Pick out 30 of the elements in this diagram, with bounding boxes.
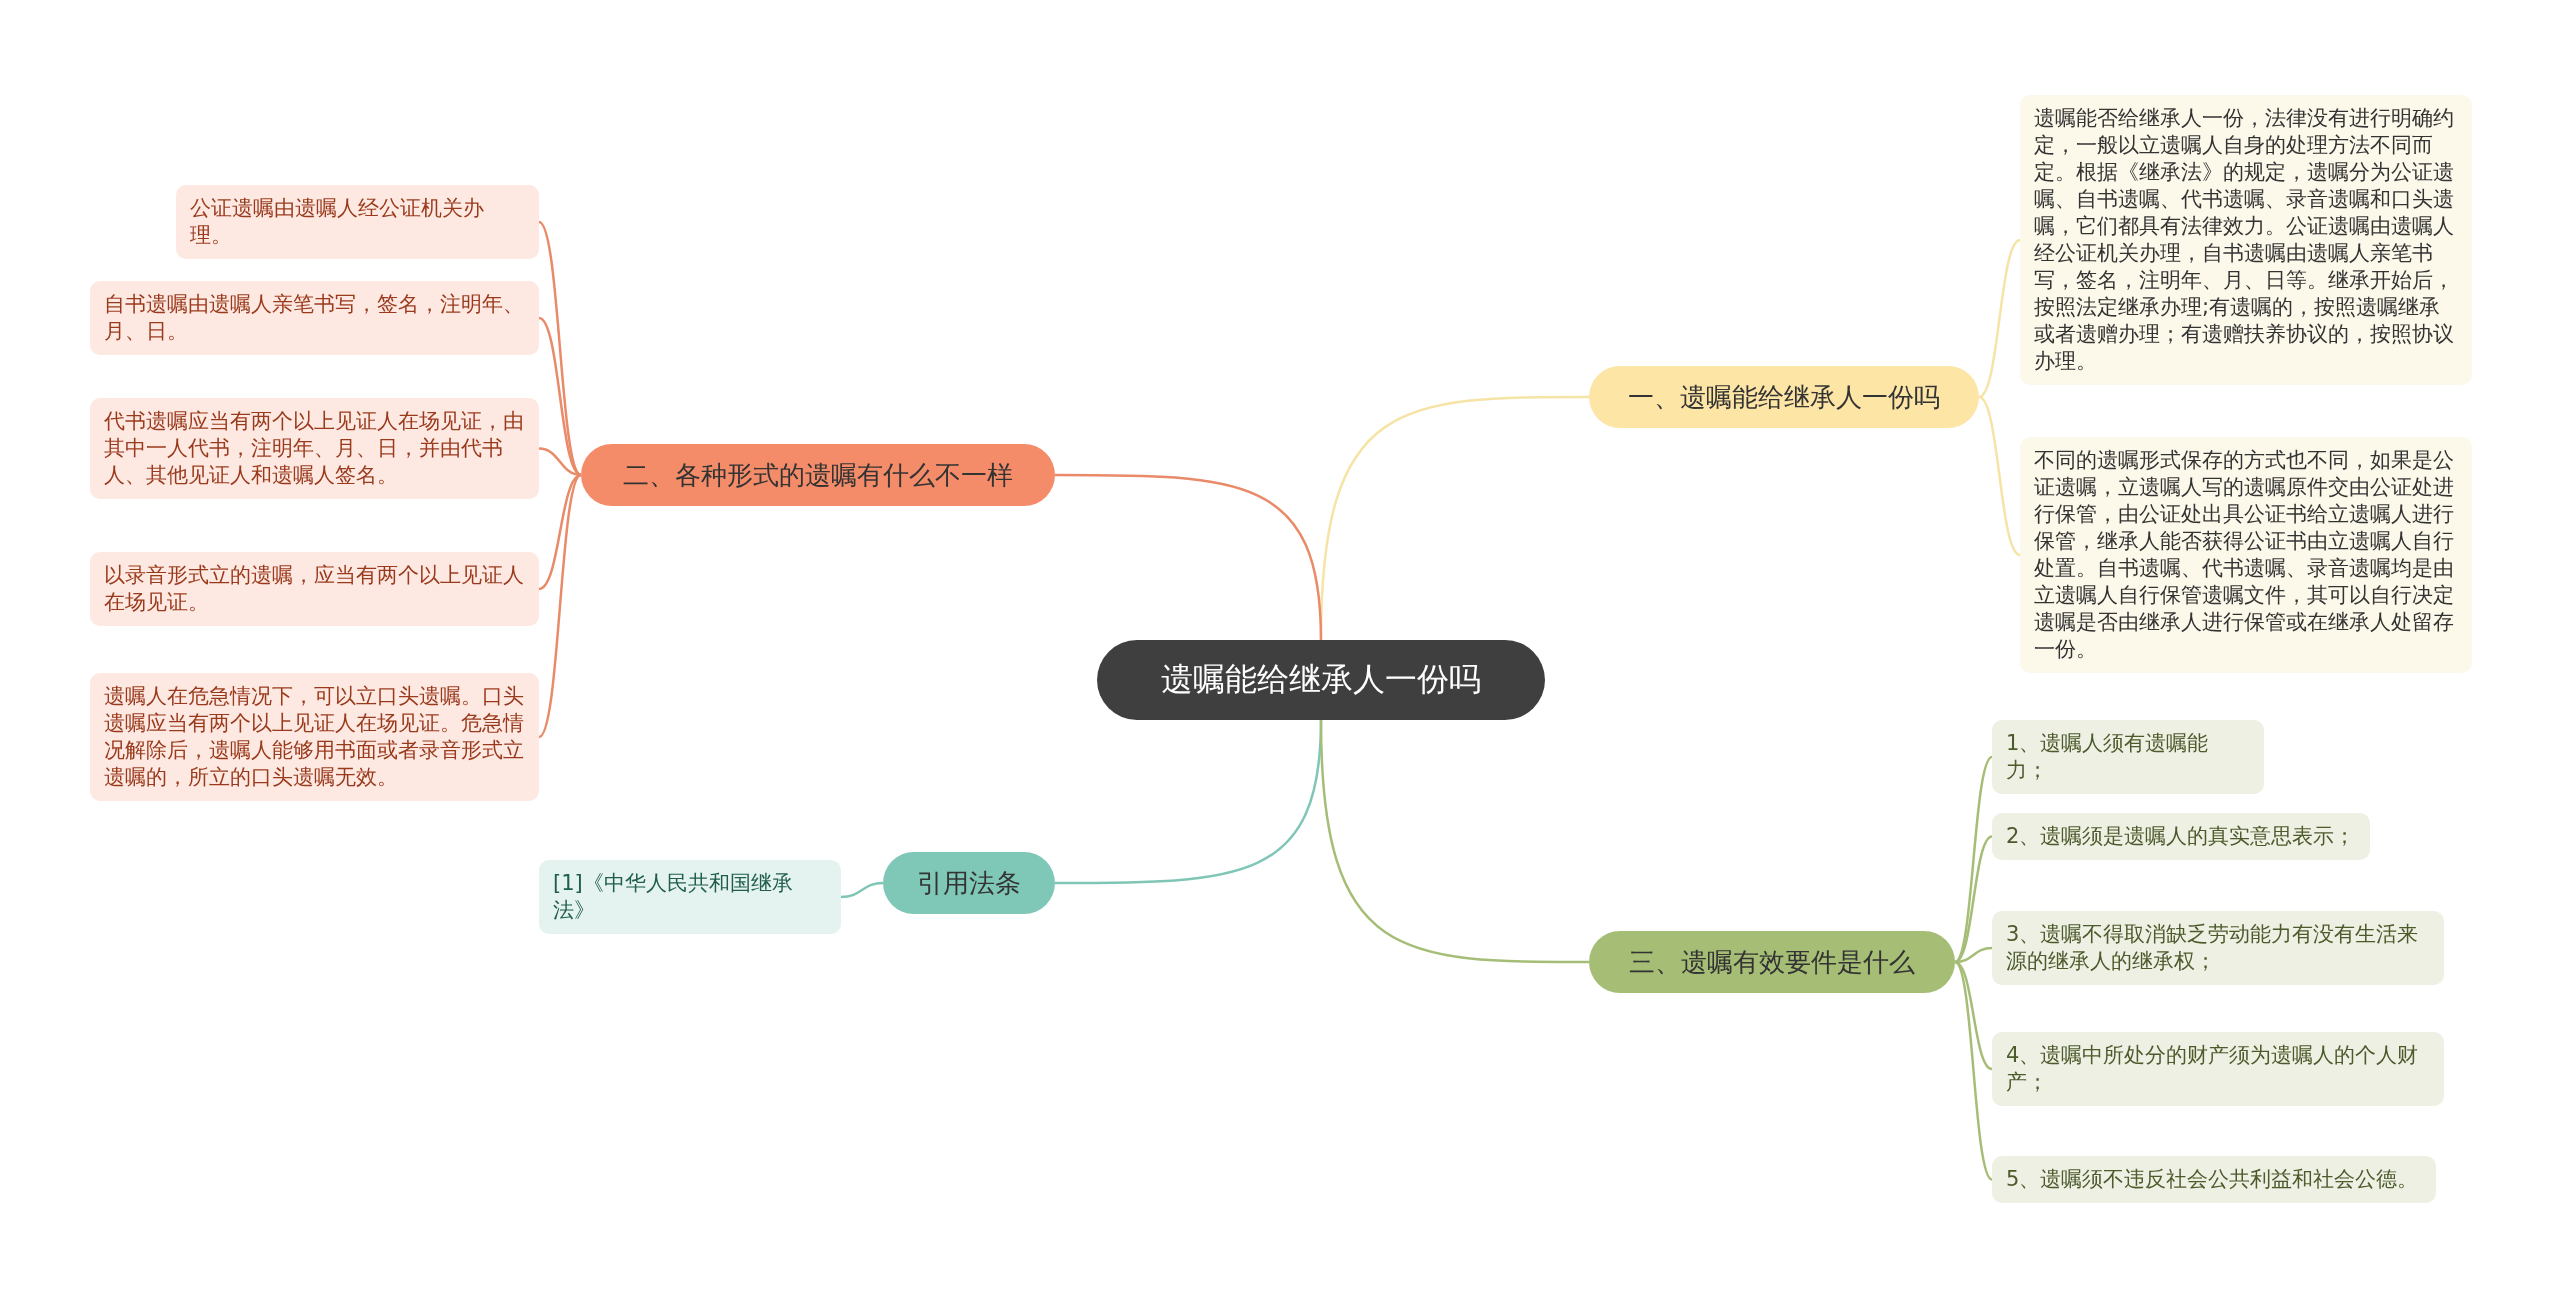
note-box: 遗嘱能否给继承人一份，法律没有进行明确约定，一般以立遗嘱人自身的处理方法不同而定。根据《继承法》的规定，遗嘱分为公证遗嘱、自书遗嘱、代书遗嘱、录音遗嘱和口头遗嘱，它们都具有法律效力。公证遗嘱由遗嘱人经公证机关办理，自书遗嘱由遗嘱人亲笔书写，签名，注明年、月、日等。继承开始后，按照法定继承办理;有遗嘱的，按照遗嘱继承或者遗赠办理；有遗赠扶养协议的，按照协议办理。 <box>2020 95 2472 385</box>
note-box: 不同的遗嘱形式保存的方式也不同，如果是公证遗嘱，立遗嘱人写的遗嘱原件交由公证处进行保管，由公证处出具公证书给立遗嘱人进行保管，继承人能否获得公证书由立遗嘱人自行处置。自书遗嘱、代书遗嘱、录音遗嘱均是由立遗嘱人自行保管遗嘱文件，其可以自行决定遗嘱是否由继承人进行保管或在继承人处留存一份。 <box>2020 437 2472 673</box>
note-box: 5、遗嘱须不违反社会公共利益和社会公德。 <box>1992 1156 2436 1203</box>
note-box: 3、遗嘱不得取消缺乏劳动能力有没有生活来源的继承人的继承权； <box>1992 911 2444 985</box>
branch-topic: 引用法条 <box>883 852 1055 914</box>
note-box: 代书遗嘱应当有两个以上见证人在场见证，由其中一人代书，注明年、月、日，并由代书人、其他见证人和遗嘱人签名。 <box>90 398 539 499</box>
connector-line <box>1954 960 1993 1071</box>
connector-line <box>538 474 582 738</box>
connector-line <box>1319 719 1589 964</box>
connector-line <box>840 881 884 899</box>
connector-line <box>1954 835 1993 964</box>
note-box: [1]《中华人民共和国继承法》 <box>539 860 841 934</box>
note-box: 遗嘱人在危急情况下，可以立口头遗嘱。口头遗嘱应当有两个以上见证人在场见证。危急情况解除后，遗嘱人能够用书面或者录音形式立遗嘱的，所立的口头遗嘱无效。 <box>90 673 539 801</box>
note-box: 4、遗嘱中所处分的财产须为遗嘱人的个人财产； <box>1992 1032 2444 1106</box>
note-box: 自书遗嘱由遗嘱人亲笔书写，签名，注明年、月、日。 <box>90 281 539 355</box>
note-box: 公证遗嘱由遗嘱人经公证机关办理。 <box>176 185 539 259</box>
connector-line <box>1978 395 2021 557</box>
branch-topic: 二、各种形式的遗嘱有什么不一样 <box>581 444 1055 506</box>
note-box: 以录音形式立的遗嘱，应当有两个以上见证人在场见证。 <box>90 552 539 626</box>
connector-line <box>1954 961 1993 1181</box>
note-box: 1、遗嘱人须有遗嘱能力； <box>1992 720 2264 794</box>
connector-line <box>1954 756 1993 963</box>
note-box: 2、遗嘱须是遗嘱人的真实意思表示； <box>1992 813 2370 860</box>
connector-line <box>538 221 582 476</box>
connector-line <box>538 473 582 591</box>
branch-topic: 三、遗嘱有效要件是什么 <box>1589 931 1955 993</box>
connector-line <box>1055 473 1323 641</box>
connector-line <box>1978 238 2021 399</box>
central-topic: 遗嘱能给继承人一份吗 <box>1097 640 1545 720</box>
branch-topic: 一、遗嘱能给继承人一份吗 <box>1589 366 1979 428</box>
